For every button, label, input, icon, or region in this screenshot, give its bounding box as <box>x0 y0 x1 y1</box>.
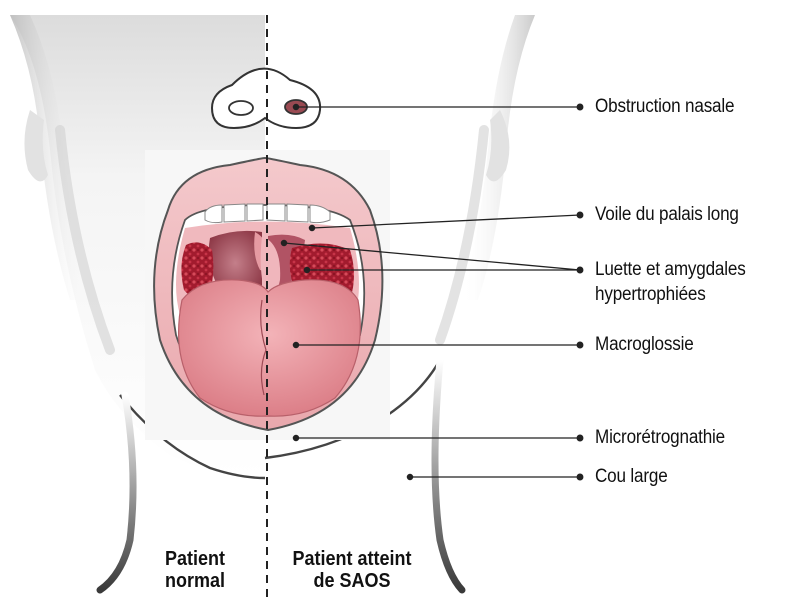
mouth <box>154 158 382 430</box>
label-luette-line1: Luette et amygdales <box>595 259 746 281</box>
label-microretrognathie: Microrétrognathie <box>595 427 725 449</box>
label-voile-palais: Voile du palais long <box>595 204 739 226</box>
caption-patient-normal: Patient normal <box>155 548 236 592</box>
caption-right-line2: de SAOS <box>280 570 424 592</box>
label-obstruction-nasale: Obstruction nasale <box>595 96 734 118</box>
label-macroglossie: Macroglossie <box>595 334 694 356</box>
caption-left-line1: Patient <box>155 548 236 570</box>
label-cou-large: Cou large <box>595 466 668 488</box>
caption-right-line1: Patient atteint <box>280 548 424 570</box>
label-luette-line2: hypertrophiées <box>595 284 706 306</box>
caption-patient-saos: Patient atteint de SAOS <box>280 548 424 592</box>
tongue <box>179 280 361 416</box>
nostril-normal <box>229 101 253 115</box>
caption-left-line2: normal <box>155 570 236 592</box>
